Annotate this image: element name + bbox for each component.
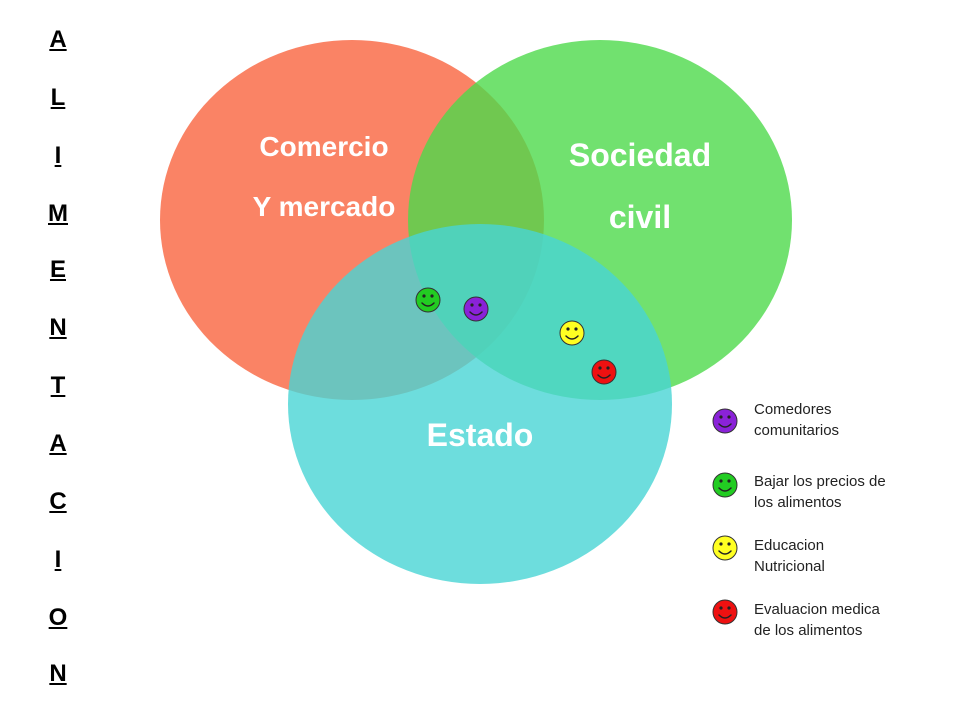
title-letter: M — [48, 200, 68, 227]
comercio-label-line2: Y mercado — [253, 191, 396, 222]
legend-yellow-smiley-icon — [712, 535, 738, 561]
legend-red-smiley-icon — [712, 599, 738, 625]
legend-label-line2: Nutricional — [754, 558, 825, 575]
title-letter: A — [49, 430, 67, 457]
sociedad-label-line1: Sociedad — [569, 137, 711, 173]
legend-label-line1: Comedores — [754, 401, 832, 418]
legend-item: Comedores comunitarios — [754, 399, 954, 441]
purple-smiley-icon — [463, 296, 489, 322]
title-letter: O — [48, 604, 68, 631]
legend-label-line1: Evaluacion medica — [754, 601, 880, 618]
title-letter: T — [50, 372, 66, 399]
title-letter: E — [49, 256, 66, 283]
legend-item: Educacion Nutricional — [754, 535, 954, 577]
estado-label: Estado — [427, 417, 534, 453]
legend-label-line2: los alimentos — [754, 494, 842, 511]
legend-label-line2: comunitarios — [754, 422, 840, 439]
legend-green-smiley-icon — [712, 472, 738, 498]
comercio-label-line1: Comercio — [259, 131, 388, 162]
legend-label-line1: Educacion — [754, 537, 825, 554]
title-letter: N — [49, 660, 67, 687]
title-letter: L — [50, 84, 66, 111]
red-smiley-icon — [591, 359, 617, 385]
legend-label-line2: de los alimentos — [754, 622, 863, 639]
title-letter: N — [49, 314, 67, 341]
legend-purple-smiley-icon — [712, 408, 738, 434]
title-letter: I — [54, 546, 62, 573]
title-letter: A — [49, 26, 67, 53]
yellow-smiley-icon — [559, 320, 585, 346]
sociedad-label-line2: civil — [609, 199, 671, 235]
title-letter: C — [49, 488, 67, 515]
title-letter: I — [54, 142, 62, 169]
estado-circle — [288, 224, 672, 584]
legend-item: Bajar los precios de los alimentos — [754, 471, 954, 513]
green-smiley-icon — [415, 287, 441, 313]
legend-label-line1: Bajar los precios de — [754, 473, 886, 490]
legend-item: Evaluacion medica de los alimentos — [754, 599, 954, 641]
